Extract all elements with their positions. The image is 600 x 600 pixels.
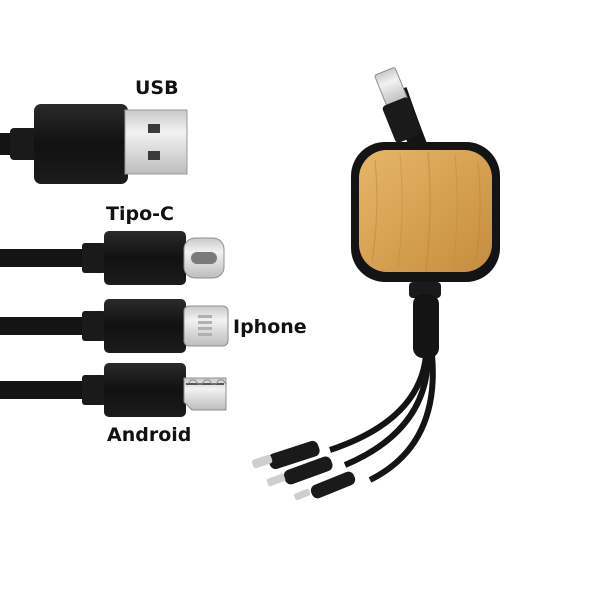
label-iphone: Iphone [233,316,307,338]
usb-c-cable [0,231,225,285]
label-android: Android [107,424,192,446]
micro-usb-cable [0,363,227,417]
usb-a-cable [0,104,188,184]
lightning-cable [0,299,229,353]
retractable-cable-device [252,67,500,501]
label-tipo-c: Tipo-C [106,203,174,225]
label-usb: USB [135,77,179,99]
